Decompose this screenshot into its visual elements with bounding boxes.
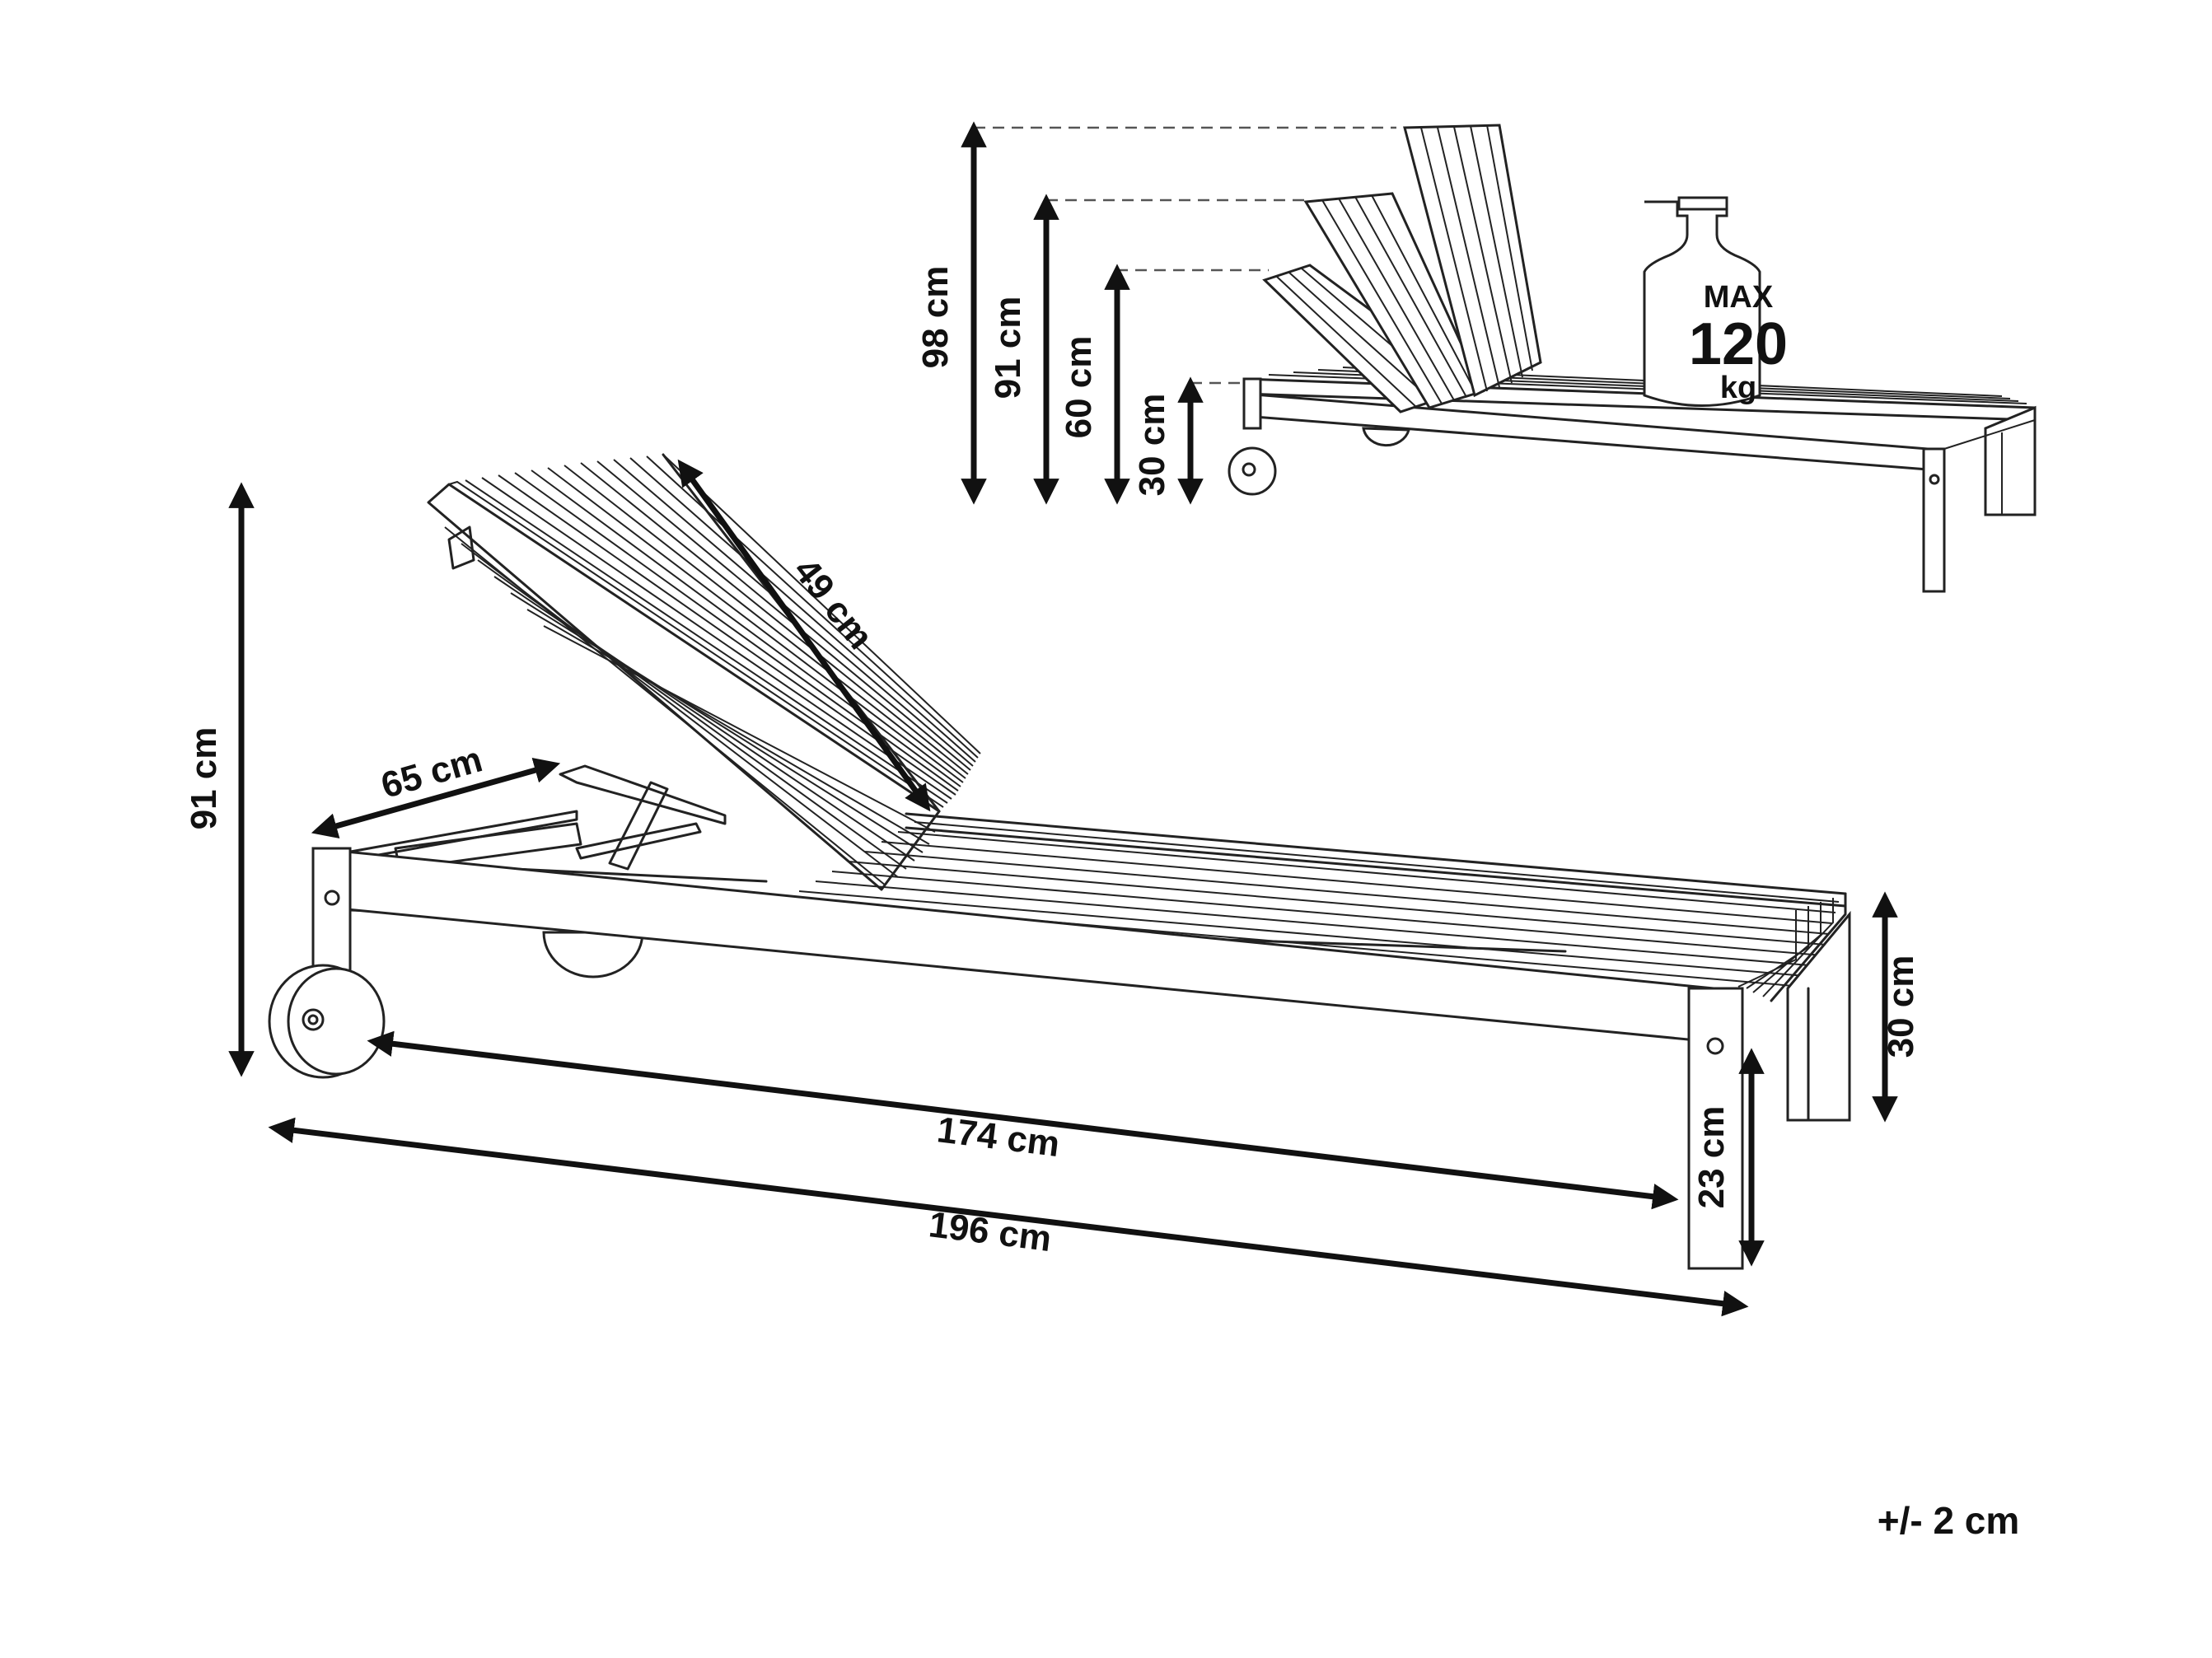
dim-arrow-backrest (677, 459, 931, 812)
max-load-unit: kg (1720, 371, 1756, 405)
label-recline-60: 60 cm (1059, 336, 1099, 439)
rear-wheel-shape (542, 931, 644, 978)
label-seat-height: 30 cm (1881, 955, 1921, 1058)
label-recline-30: 30 cm (1132, 394, 1172, 497)
backrest-slats (427, 453, 981, 891)
recline-positions-inset: 98 cm 91 cm 60 cm 30 cm MAX 120 kg (915, 121, 2037, 593)
label-recline-98: 98 cm (915, 266, 956, 369)
foot-leg-back (1786, 910, 1851, 1122)
main-dimension-arrows (228, 459, 1898, 1317)
max-load-value: 120 (1689, 311, 1788, 377)
max-load-prefix: MAX (1704, 280, 1774, 315)
label-total-length: 196 cm (927, 1204, 1054, 1259)
label-backrest-base: 65 cm (376, 739, 486, 806)
head-leg (311, 847, 352, 978)
label-backrest-length: 49 cm (786, 551, 881, 656)
label-total-height: 91 cm (184, 727, 224, 830)
main-lounger-drawing (268, 453, 1851, 1270)
weight-icon (1643, 196, 1761, 407)
backrest-high (1403, 124, 1542, 398)
dim-arrow-backrest-base (311, 757, 561, 839)
dim-arrow-total-length (268, 1117, 1749, 1317)
label-leg-clearance: 23 cm (1691, 1106, 1732, 1209)
label-inner-length: 174 cm (935, 1109, 1062, 1165)
tolerance-note: +/- 2 cm (1878, 1499, 2020, 1542)
label-recline-91: 91 cm (988, 297, 1028, 399)
